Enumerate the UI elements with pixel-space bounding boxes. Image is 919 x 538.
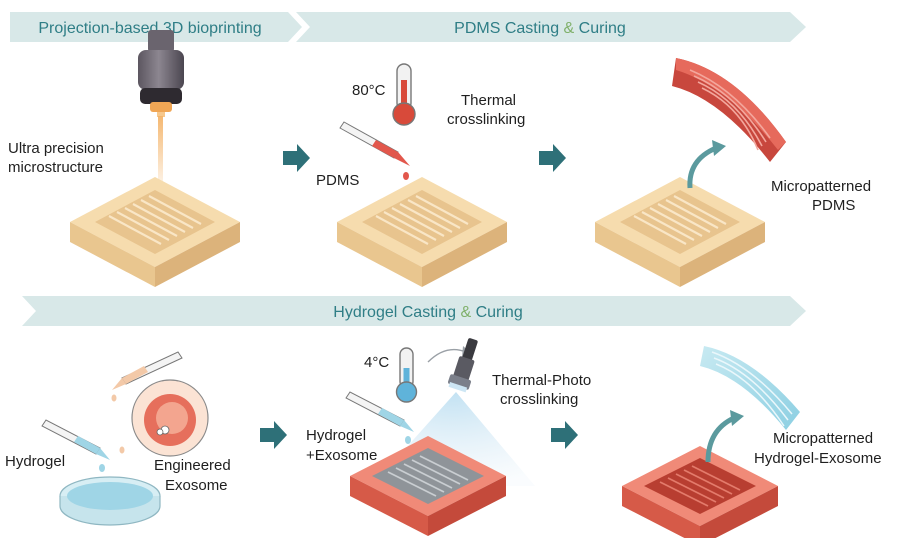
petri-dish-icon	[59, 476, 161, 526]
uv-lamp-icon	[448, 338, 478, 393]
label-micro-pdms-2: PDMS	[812, 197, 855, 214]
label-thermal-photo-1: Thermal-Photo	[492, 372, 591, 389]
exosome-icon	[131, 379, 209, 457]
pdms-sheet	[672, 58, 786, 162]
label-thermal-1: Thermal	[461, 92, 516, 109]
label-temp-4: 4°C	[364, 354, 389, 371]
label-thermal-2: crosslinking	[447, 111, 525, 128]
banner-top-left: Projection-based 3D bioprinting	[10, 12, 302, 42]
mold-3	[595, 177, 765, 287]
label-engineered-2: Exosome	[165, 477, 228, 494]
mold-1	[70, 177, 240, 287]
projector-icon	[138, 30, 184, 117]
red-mold-2	[622, 446, 778, 538]
label-ultra-2: microstructure	[8, 159, 103, 176]
label-temp-80: 80°C	[352, 82, 386, 99]
label-micro-hydro-1: Micropatterned	[773, 430, 873, 447]
step-arrow-icon	[283, 144, 310, 172]
label-thermal-photo-2: crosslinking	[500, 391, 578, 408]
peel-arrow-icon	[687, 140, 726, 189]
banner-top-left-label: Projection-based 3D bioprinting	[38, 20, 261, 37]
banner-bottom: Hydrogel Casting & Curing	[22, 296, 806, 326]
thermometer-cold-icon	[395, 347, 418, 403]
label-micro-pdms-1: Micropatterned	[771, 178, 871, 195]
label-engineered-1: Engineered	[154, 457, 231, 474]
pipette-icon	[111, 351, 183, 454]
banner-top-left-shape	[10, 12, 302, 42]
step-arrow-icon	[260, 421, 287, 449]
banner-top-right-shape	[296, 12, 806, 42]
label-hydro-exo-1: Hydrogel	[306, 427, 366, 444]
banner-bottom-shape	[22, 296, 806, 326]
projection-beam	[158, 116, 163, 181]
label-ultra-1: Ultra precision	[8, 140, 104, 157]
step-arrow-icon	[539, 144, 566, 172]
banner-top-right: PDMS Casting & Curing	[296, 12, 806, 42]
label-pdms: PDMS	[316, 172, 359, 189]
peel-arrow-icon	[705, 410, 744, 463]
pipette-icon	[345, 391, 414, 444]
hydrogel-sheet	[700, 346, 800, 430]
banner-top-right-label: PDMS Casting & Curing	[454, 20, 626, 37]
step-arrow-icon	[551, 421, 578, 449]
label-hydro-exo-2: +Exosome	[306, 447, 377, 464]
label-micro-hydro-2: Hydrogel-Exosome	[754, 450, 882, 467]
mold-2	[337, 177, 507, 287]
label-hydrogel: Hydrogel	[5, 453, 65, 470]
banner-bottom-label: Hydrogel Casting & Curing	[333, 304, 522, 321]
pipette-icon	[339, 121, 410, 180]
red-mold-1	[350, 436, 506, 536]
thermometer-hot-icon	[392, 63, 416, 126]
pipette-icon	[41, 419, 110, 472]
